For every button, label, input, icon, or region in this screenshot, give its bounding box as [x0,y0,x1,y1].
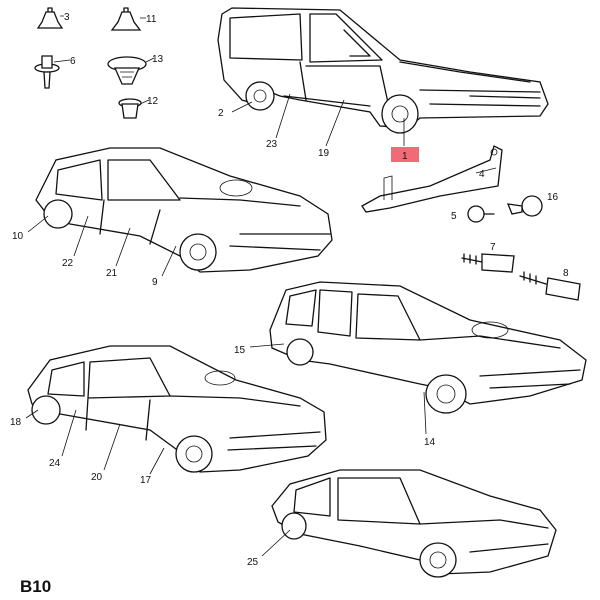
callout-10: 10 [12,231,24,242]
coupe-illustration [271,469,557,578]
callout-16: 16 [547,192,559,203]
callout-25: 25 [247,557,259,568]
hatchback-3door-illustration [27,345,327,473]
callout-11: 11 [146,14,157,25]
highlight-part-1 [391,147,419,162]
diagram-title: B10 [20,577,51,596]
callout-8: 8 [563,268,569,279]
clip-part-11 [110,7,142,31]
callout-15: 15 [234,345,246,356]
callout-2: 2 [218,108,224,119]
callout-17: 17 [140,475,152,486]
clip-part-12 [118,98,142,119]
clip-part-6 [34,55,60,89]
clip-part-3 [36,7,64,29]
callout-23: 23 [266,139,278,150]
callout-12: 12 [147,96,159,107]
clip-part-5 [467,205,495,223]
clip-part-13 [107,56,147,85]
bracket-part-4 [361,145,503,213]
callout-22: 22 [62,258,74,269]
callout-3: 3 [64,12,70,23]
callout-6: 6 [70,56,76,67]
screw-part-8 [519,271,581,301]
callout-4: 4 [479,169,485,180]
callout-7: 7 [490,242,496,253]
callout-1: 1 [402,151,408,162]
callout-18: 18 [10,417,22,428]
callout-20: 20 [91,472,103,483]
callout-9: 9 [152,277,158,288]
screw-part-7 [461,253,515,273]
callout-24: 24 [49,458,61,469]
van-illustration [217,7,549,134]
callout-19: 19 [318,148,330,159]
callout-21: 21 [106,268,118,279]
estate-illustration [269,281,587,414]
hatchback-5door-illustration [35,147,333,273]
callout-14: 14 [424,437,436,448]
callout-13: 13 [152,54,164,65]
clip-part-16 [506,195,543,217]
callout-5: 5 [451,211,457,222]
